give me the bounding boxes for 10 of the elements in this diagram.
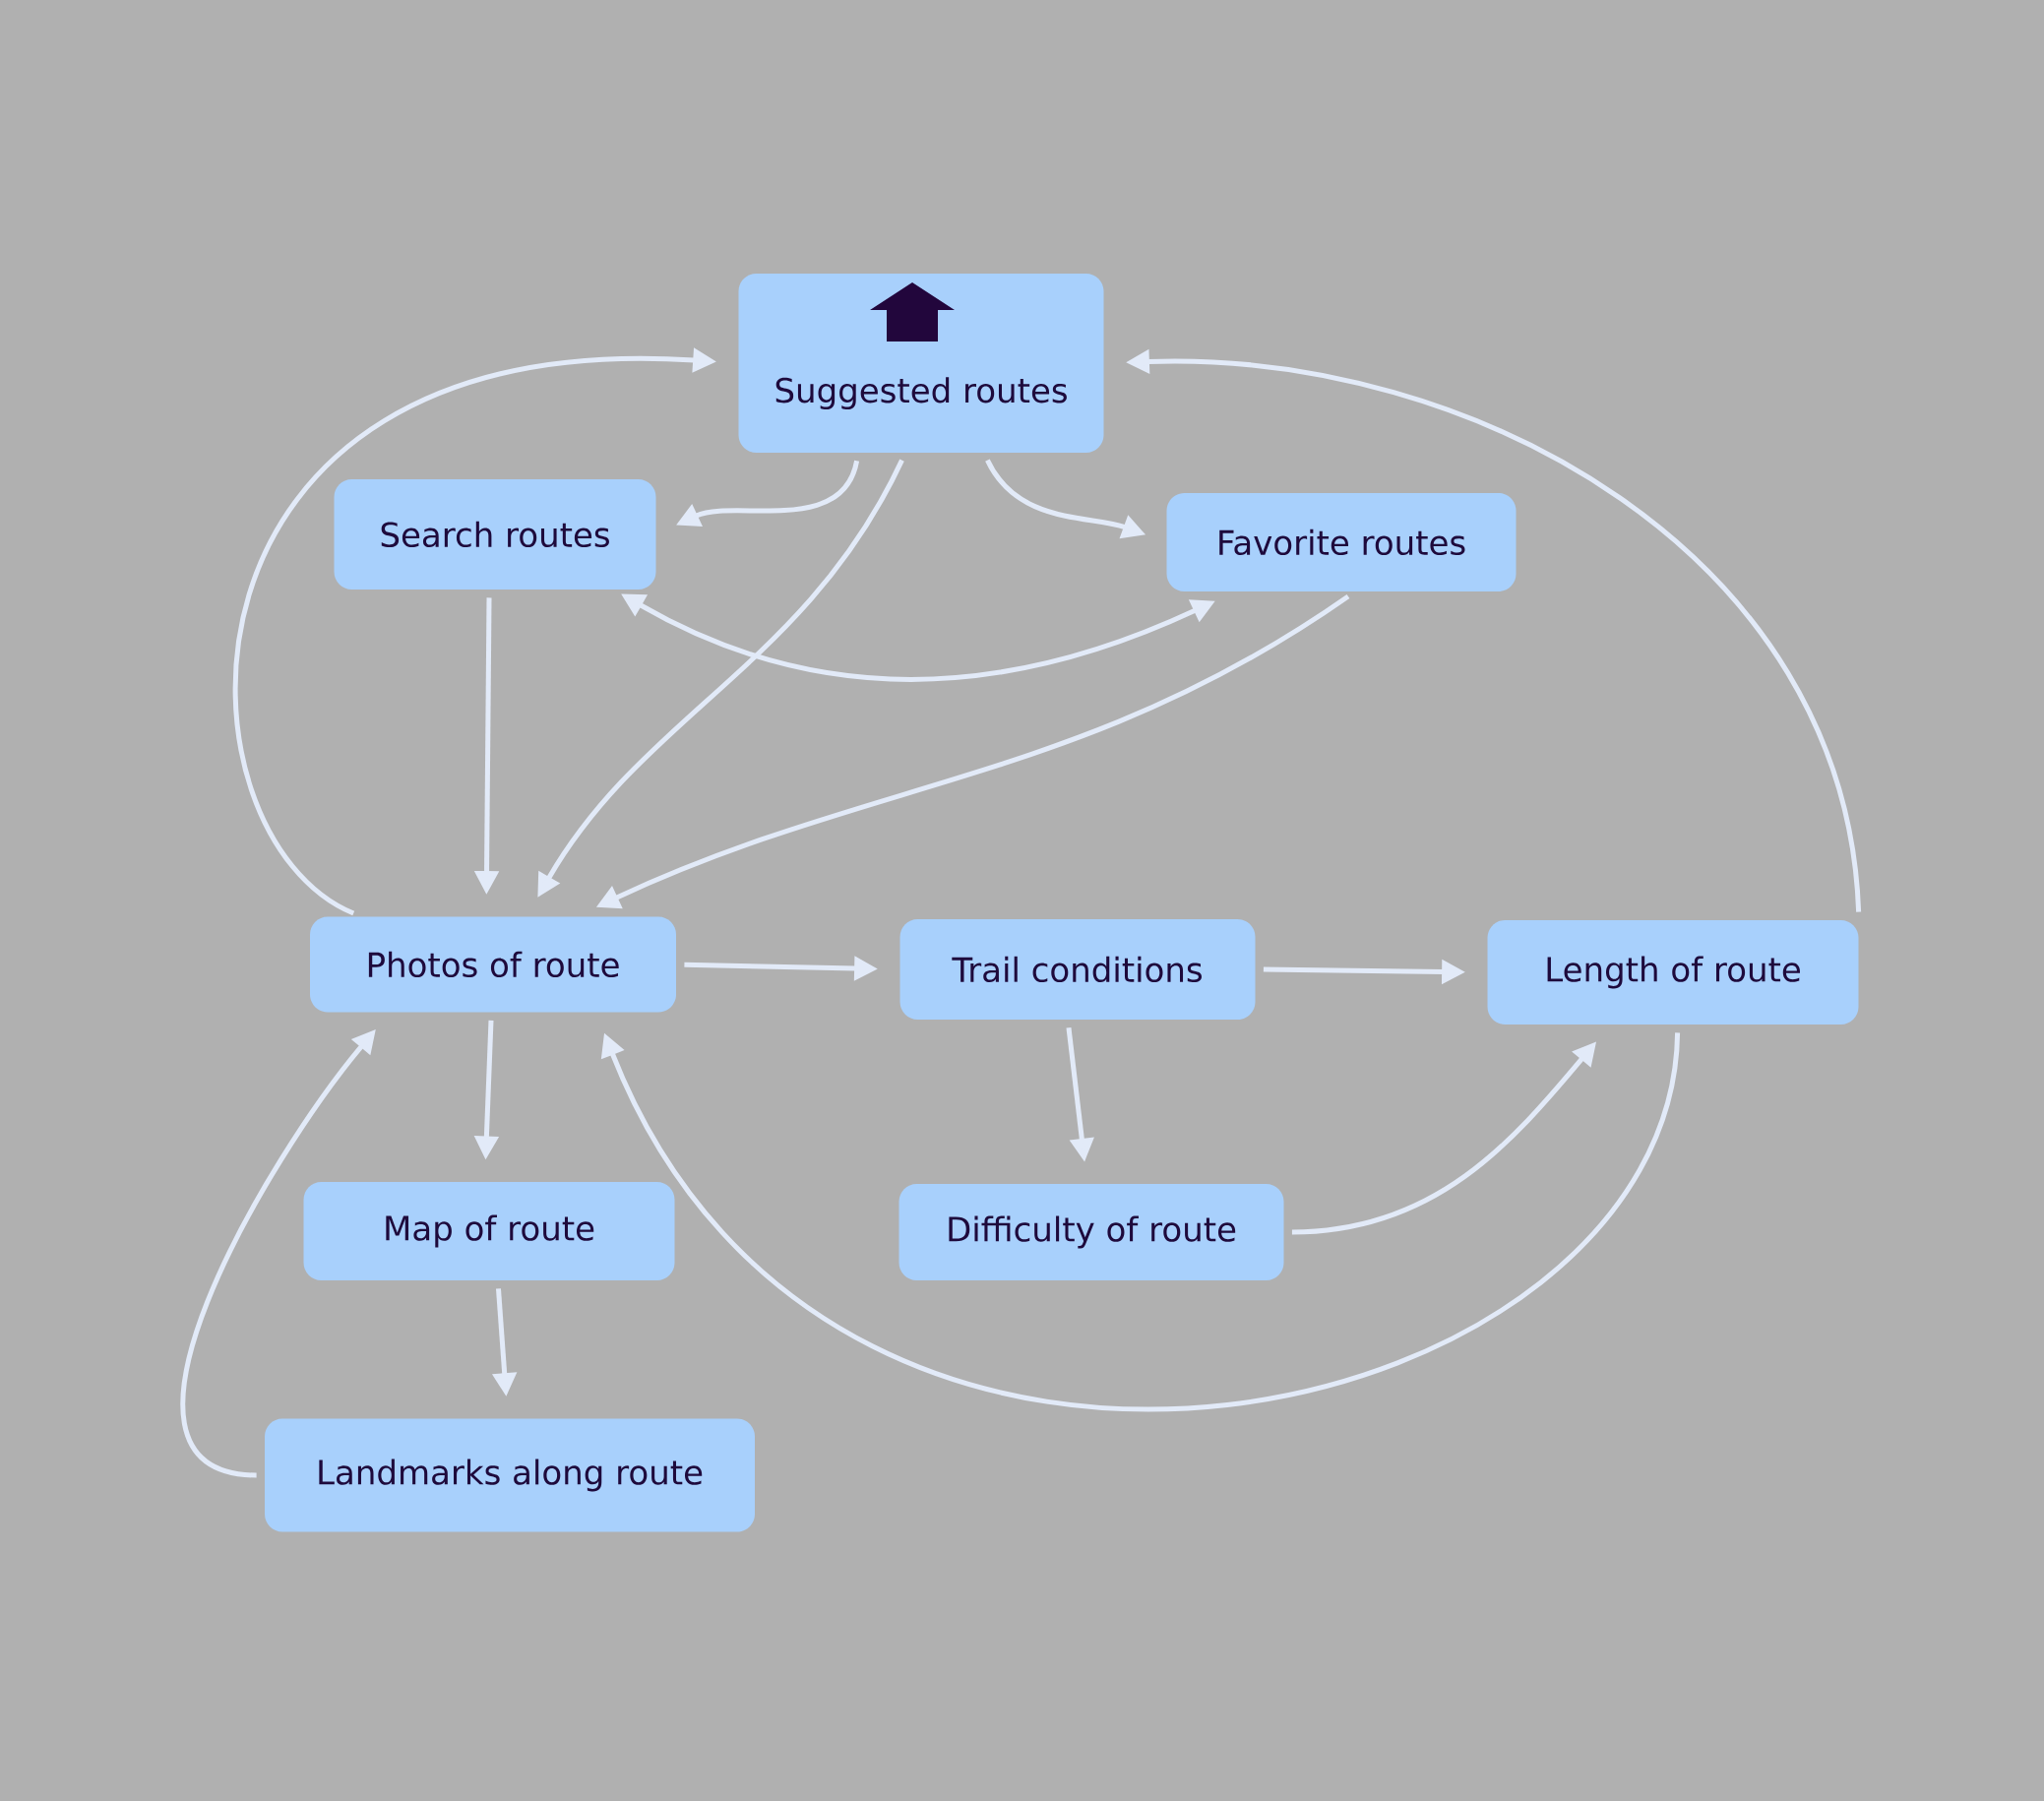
- route-box: Trail conditions: [899, 919, 1256, 1020]
- route-box: Landmarks along route: [265, 1418, 755, 1532]
- route-box: Length of route: [1487, 920, 1859, 1025]
- route-box: Map of route: [303, 1182, 675, 1280]
- route-box: Favorite routes: [1166, 493, 1517, 591]
- route-box: Difficulty of route: [898, 1184, 1284, 1280]
- route-box: Suggested routes: [738, 273, 1104, 453]
- arrow: [600, 1031, 1681, 1411]
- route-box: Search routes: [334, 479, 656, 590]
- route-box: Photos of route: [310, 916, 676, 1013]
